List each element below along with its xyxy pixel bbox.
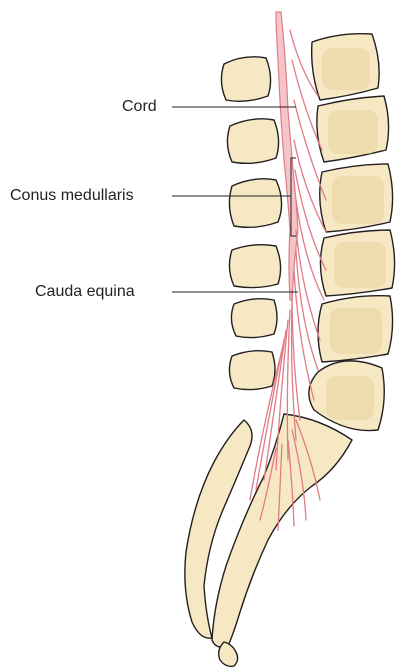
coccyx [219,642,238,666]
cord-label: Cord [122,98,157,116]
spinous-process-1 [221,57,270,101]
spinous-process-2 [227,119,278,163]
conus-medullaris-label: Conus medullaris [10,187,134,205]
spinous-process-5 [231,299,277,338]
spinous-process-4 [229,245,280,288]
vertebral-bodies [309,34,395,431]
cauda-equina-label: Cauda equina [35,283,135,301]
spinous-process-6 [229,351,275,390]
spinous-process-3 [229,179,281,227]
